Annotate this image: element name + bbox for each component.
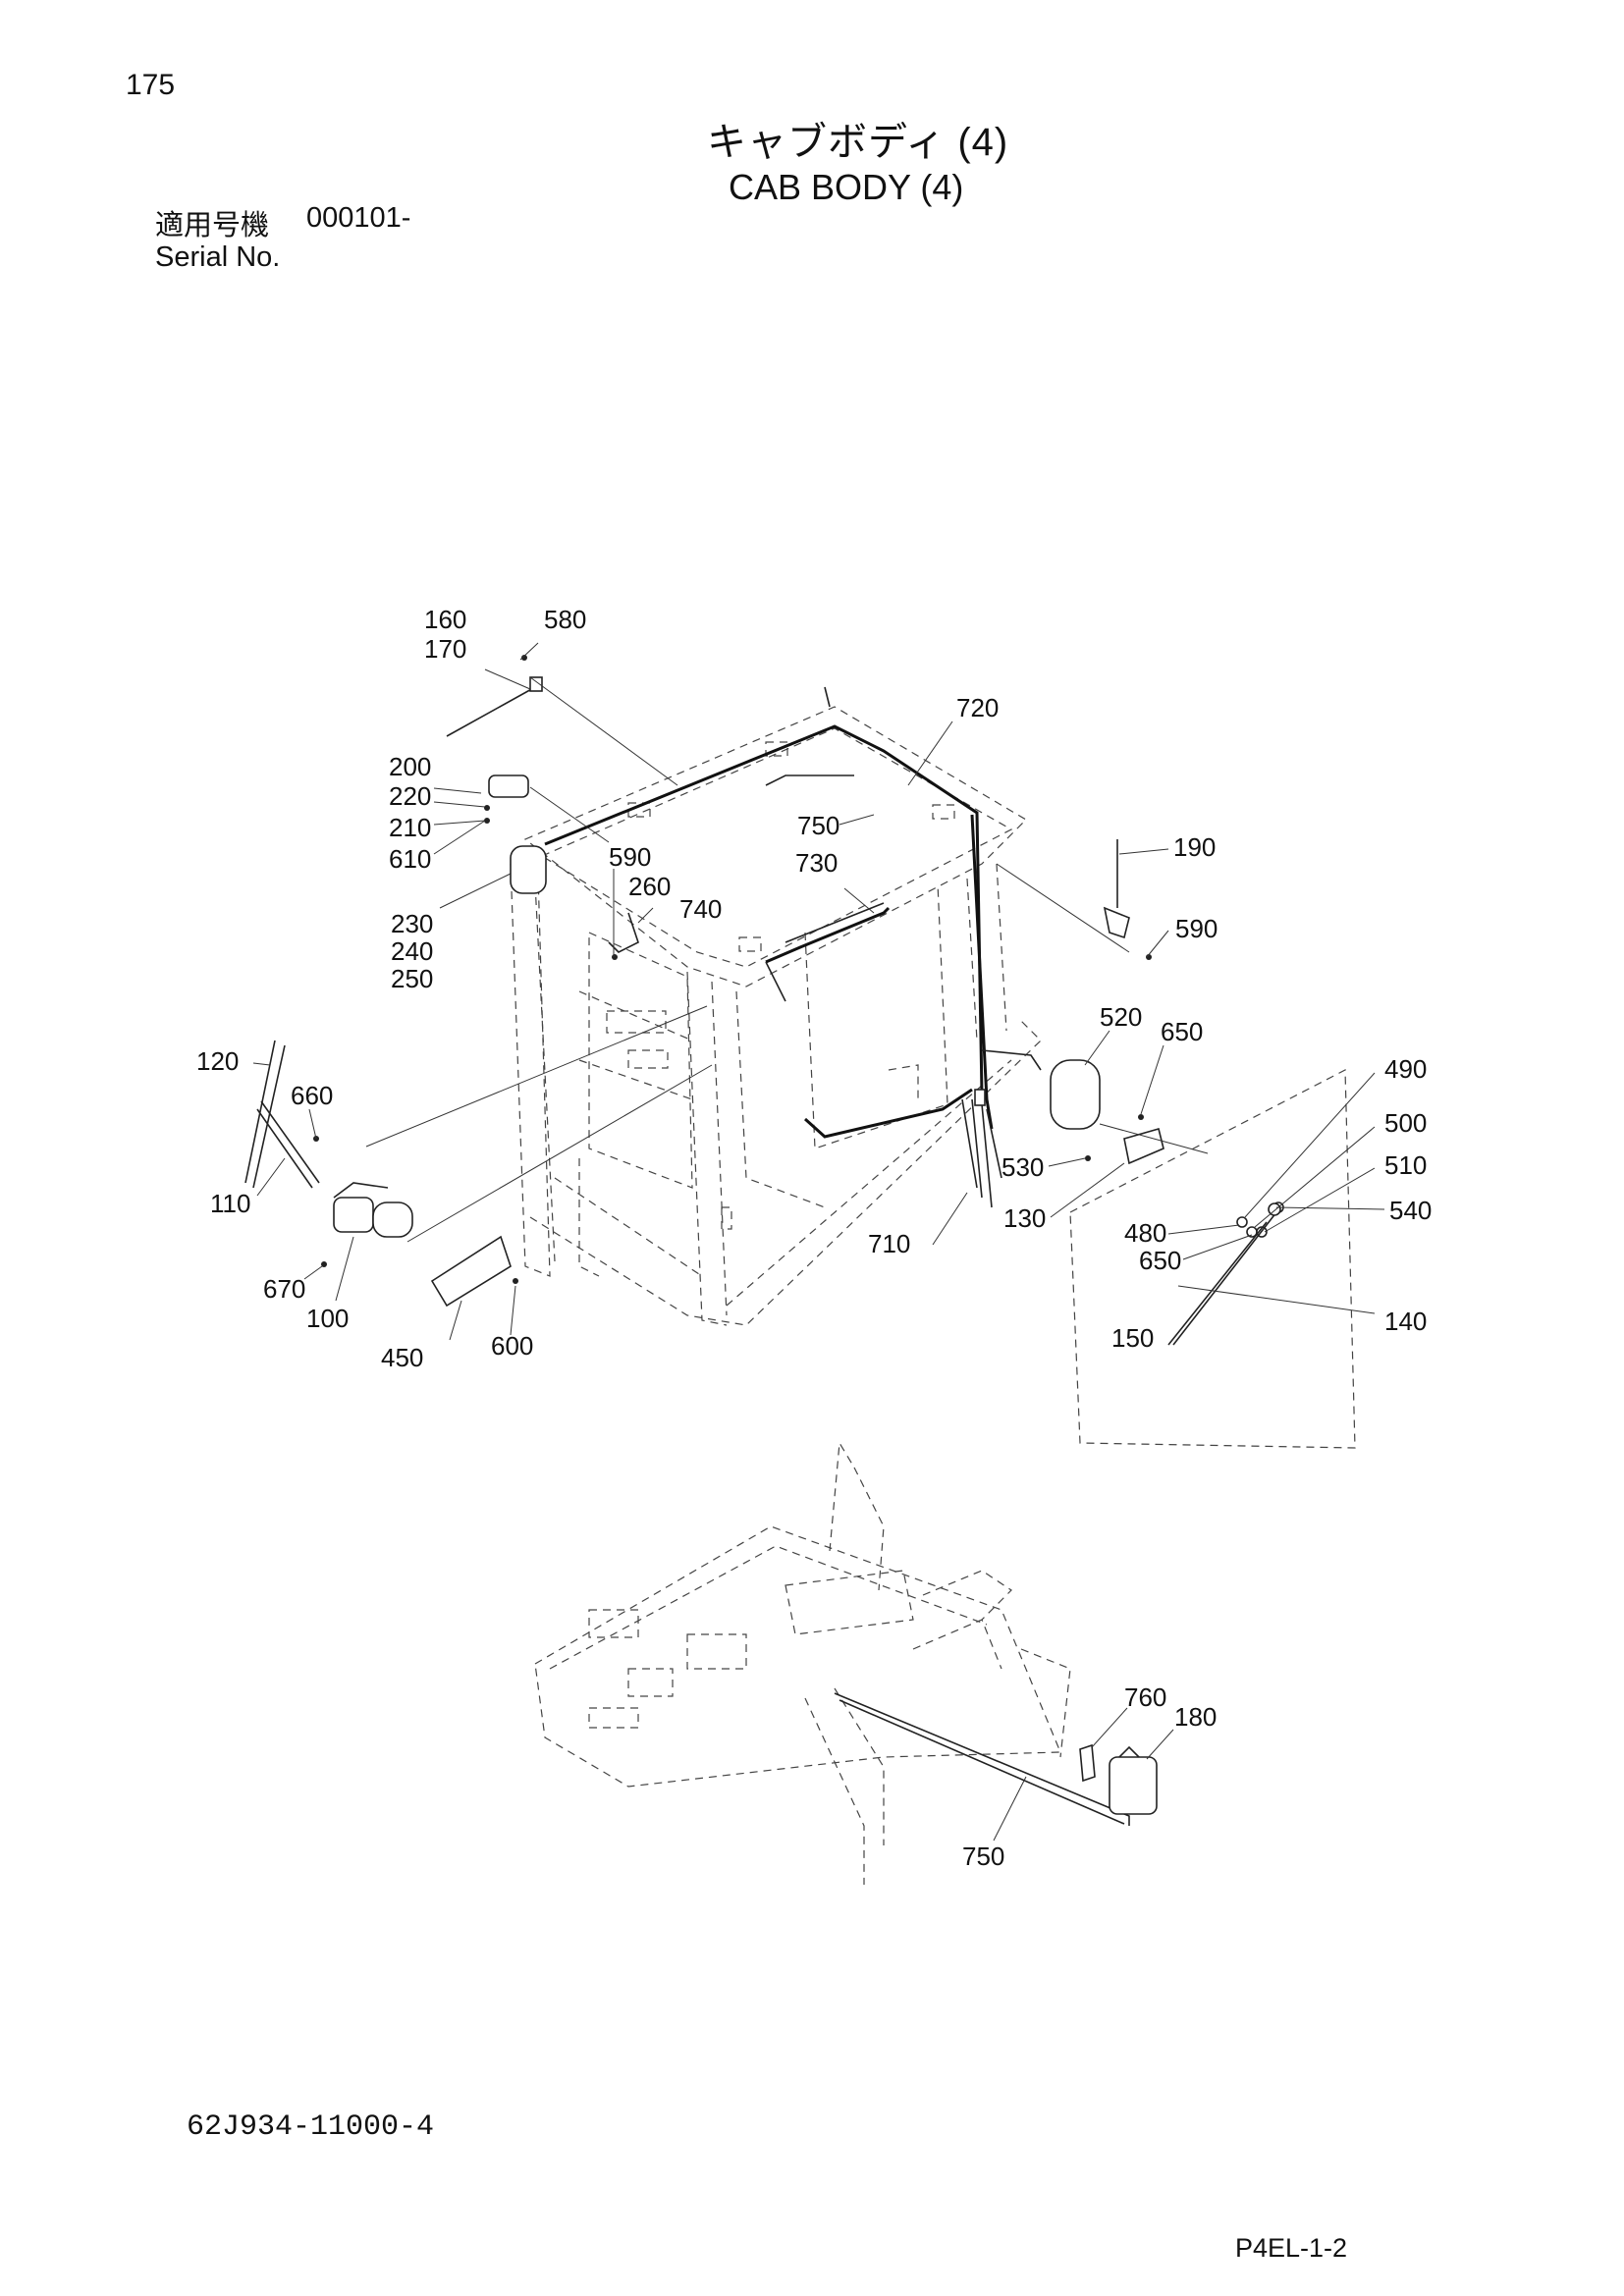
antenna-190 [1103,839,1152,960]
callout-650-lower: 650 [1139,1246,1181,1275]
callout-500: 500 [1384,1108,1427,1138]
callout-450: 450 [381,1343,423,1372]
callout-600: 600 [491,1331,533,1361]
serial-label-english: Serial No. [155,241,281,273]
callout-510: 510 [1384,1150,1427,1180]
callout-670: 670 [263,1274,305,1304]
wiring-harness [544,686,1042,1208]
callout-210: 210 [389,813,431,842]
callout-160: 160 [424,605,466,634]
rear-wiper-motor-130 [1050,1059,1284,1238]
callout-240: 240 [391,936,433,966]
callout-490: 490 [1384,1054,1427,1084]
callout-480: 480 [1124,1218,1166,1248]
mirror-160-170 [446,655,543,737]
callout-140: 140 [1384,1307,1427,1336]
callout-610: 610 [389,844,431,874]
callout-200: 200 [389,752,431,781]
lower-floor-frame [534,1441,1071,1885]
callout-120: 120 [196,1046,239,1076]
callout-250: 250 [391,964,433,993]
rear-wiper-arm-140-150 [1167,1202,1281,1346]
serial-label-japanese: 適用号機 [155,210,270,241]
callout-760: 760 [1124,1682,1166,1712]
callout-650-upper: 650 [1161,1017,1203,1046]
front-wiper-motor-100 [313,1136,413,1267]
lower-leaders [993,1707,1174,1842]
callout-660: 660 [291,1081,333,1110]
page-code: P4EL-1-2 [1235,2233,1348,2263]
callout-130: 130 [1003,1203,1046,1233]
drawing-number: 62J934-11000-4 [187,2110,435,2144]
callout-540: 540 [1389,1196,1432,1225]
callout-750-upper: 750 [797,811,839,840]
callout-740: 740 [679,894,722,924]
page-number: 175 [126,69,176,101]
callout-590-left: 590 [609,842,651,872]
washer-tank-180 [1109,1745,1158,1815]
callout-180: 180 [1174,1702,1217,1732]
callout-100: 100 [306,1304,349,1333]
callout-150: 150 [1111,1323,1154,1353]
callout-530: 530 [1001,1152,1044,1182]
serial-number-value: 000101- [306,202,411,234]
callout-260: 260 [628,872,671,901]
callout-110: 110 [210,1189,250,1218]
callout-220: 220 [389,781,431,811]
leader-lines [252,642,1385,1341]
speaker-230 [510,845,547,894]
bracket-760 [1079,1743,1096,1783]
rear-window-glass [1069,1069,1356,1449]
callout-labels: 160 170 580 720 200 220 210 610 750 730 … [196,605,1432,1871]
callout-730: 730 [795,848,838,878]
room-lamp-200 [484,774,529,824]
cover-450 [430,1235,518,1308]
front-wiper-arm-110-120 [244,1040,320,1189]
callout-190: 190 [1173,832,1216,862]
callout-590-right: 590 [1175,914,1218,943]
callout-710: 710 [868,1229,910,1258]
cab-frame [510,706,1042,1326]
callout-230: 230 [391,909,433,938]
callout-580: 580 [544,605,586,634]
callout-170: 170 [424,634,466,664]
washer-hose-750 [834,1692,1130,1826]
page-title-english: CAB BODY (4) [729,167,964,207]
callout-720: 720 [956,693,999,722]
page-title-japanese: キャブボディ (4) [707,121,1009,164]
callout-750-lower: 750 [962,1842,1004,1871]
callout-520: 520 [1100,1002,1142,1032]
